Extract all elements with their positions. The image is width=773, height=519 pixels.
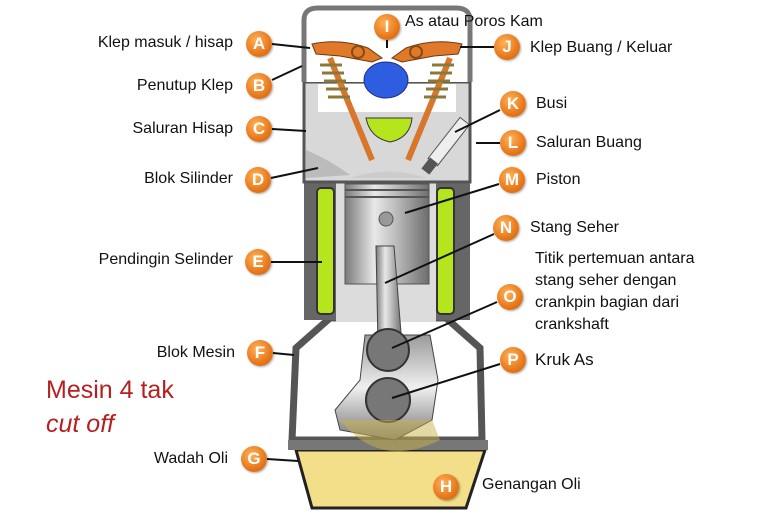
diagram-subtitle: cut off [46,410,115,438]
camshaft [363,61,409,99]
diagram-title: Mesin 4 tak [46,376,174,404]
exhaust-valve [405,56,453,162]
badge-h: H [433,474,459,500]
badge-m: M [499,167,525,193]
label-exhaust-valve: Klep Buang / Keluar [530,39,673,56]
label-connecting-rod: Stang Seher [530,219,619,236]
label-cylinder-coolant: Pendingin Selinder [98,251,233,268]
badge-g: G [241,446,267,472]
badge-n: N [493,215,519,241]
intake-valve [327,56,375,162]
badge-j: J [494,34,520,60]
coolant-right [436,187,455,315]
badge-o: O [497,284,523,310]
label-crankpin: Titik pertemuan antara stang seher denga… [535,248,694,336]
label-crankpin-line: crankshaft [535,316,609,333]
label-piston: Piston [536,171,581,188]
label-crankpin-line: stang seher dengan [535,272,677,289]
rocker-right [390,41,463,63]
badge-i: I [374,14,400,40]
badge-d: D [245,167,271,193]
badge-p: P [500,347,526,373]
combustion-chamber [365,117,413,143]
badge-a: A [246,31,272,57]
label-oil-pan: Wadah Oli [153,450,228,467]
badge-c: C [246,116,272,142]
label-crankpin-line: crankpin bagian dari [535,294,680,311]
label-intake-valve: Klep masuk / hisap [97,34,233,51]
coolant-left [316,187,335,315]
label-camshaft: As atau Poros Kam [405,13,543,30]
label-exhaust-port: Saluran Buang [536,134,642,151]
badge-b: B [246,73,272,99]
badge-e: E [245,249,271,275]
label-engine-block: Blok Mesin [156,344,235,361]
leader-lines [266,40,501,462]
badge-f: F [247,340,273,366]
rocker-left [311,41,384,63]
label-cylinder-block: Blok Silinder [144,170,233,187]
badge-k: K [500,91,526,117]
label-spark-plug: Busi [536,95,568,112]
badge-l: L [500,130,526,156]
label-crankshaft: Kruk As [535,350,594,369]
label-oil-pool: Genangan Oli [482,476,581,493]
label-valve-cover: Penutup Klep [136,77,233,94]
label-crankpin-line: Titik pertemuan antara [535,250,695,267]
label-intake-port: Saluran Hisap [132,120,234,137]
